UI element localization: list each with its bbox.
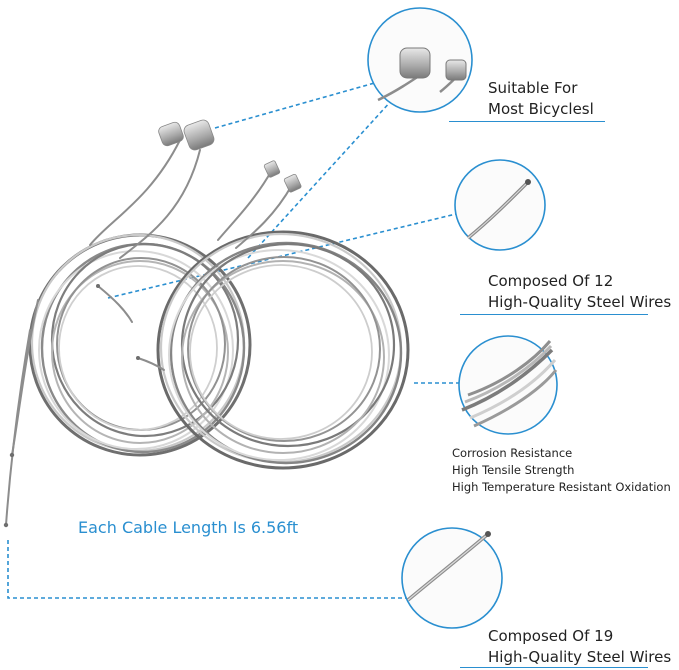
callout-2-underline bbox=[460, 314, 648, 315]
callout-4-line-1: Composed Of 19 bbox=[488, 627, 614, 645]
callout-3-text: Corrosion Resistance High Tensile Streng… bbox=[452, 445, 671, 496]
right-cable-coil bbox=[156, 230, 410, 470]
callout-3-line-3: High Temperature Resistant Oxidation bbox=[452, 480, 671, 494]
callout-3-line-1: Corrosion Resistance bbox=[452, 446, 573, 460]
callout-circle-4 bbox=[401, 527, 503, 629]
callout-circle-2 bbox=[454, 159, 546, 251]
barrel-ends bbox=[158, 119, 302, 193]
leader-line-1 bbox=[214, 81, 379, 129]
callout-1-underline bbox=[449, 121, 605, 122]
callout-1-text: Suitable For Most Bicyclesl bbox=[488, 78, 594, 120]
callout-2-text: Composed Of 12 High-Quality Steel Wires bbox=[488, 271, 671, 313]
callout-circle-1 bbox=[367, 7, 473, 113]
callout-1-line-2: Most Bicyclesl bbox=[488, 100, 594, 118]
callout-4-text: Composed Of 19 High-Quality Steel Wires bbox=[488, 626, 671, 668]
callout-2-line-1: Composed Of 12 bbox=[488, 272, 614, 290]
cable-length-note: Each Cable Length Is 6.56ft bbox=[78, 518, 299, 537]
callout-3-line-2: High Tensile Strength bbox=[452, 463, 575, 477]
callout-circle-3 bbox=[458, 335, 558, 435]
leader-line-4 bbox=[7, 540, 410, 599]
cable-tails bbox=[5, 139, 293, 526]
callout-4-line-2: High-Quality Steel Wires bbox=[488, 648, 672, 666]
leader-line-2 bbox=[107, 213, 457, 299]
callout-4-underline bbox=[460, 667, 648, 668]
callout-1-line-1: Suitable For bbox=[488, 79, 578, 97]
callout-2-line-2: High-Quality Steel Wires bbox=[488, 293, 672, 311]
cable-tip-ends bbox=[3, 284, 140, 528]
